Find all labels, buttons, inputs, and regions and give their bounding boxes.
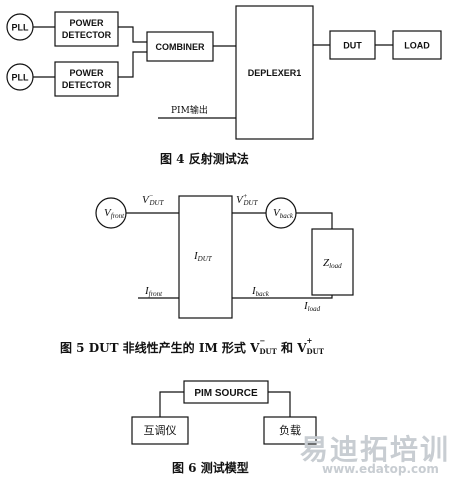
i-dut-box <box>178 195 233 319</box>
v-dut-minus-symbol: V−DUT <box>142 192 165 207</box>
pim-out-label: PIM输出 <box>171 104 208 116</box>
figure5-caption-v2-scripts: +DUT <box>306 336 324 356</box>
pd-top-line2: DETECTOR <box>62 30 112 40</box>
wire-pd-bottom-combiner <box>118 51 147 78</box>
figure5-caption-main: 图 5 DUT 非线性产生的 IM 形式 V <box>60 341 260 355</box>
load-label: LOAD <box>404 41 430 51</box>
v-dut-plus-symbol: V+DUT <box>236 192 259 207</box>
wire-source-load <box>268 391 291 417</box>
pll-bottom-label: PLL <box>12 73 30 83</box>
v-back-symbol: Vback <box>273 207 294 220</box>
deplexer-box <box>235 5 314 140</box>
pd-top-line1: POWER <box>69 18 104 28</box>
pd-bottom-line1: POWER <box>69 68 104 78</box>
i-back-symbol: Iback <box>251 285 270 298</box>
i-front-symbol: Ifront <box>144 285 163 298</box>
wire-v-back-zload <box>296 212 333 229</box>
figure5-caption: 图 5 DUT 非线性产生的 IM 形式 V−DUT 和 V+DUT <box>60 336 324 356</box>
deplexer-label: DEPLEXER1 <box>248 68 302 78</box>
power-detector-top-box <box>54 11 119 47</box>
combiner-label: COMBINER <box>156 42 205 52</box>
z-load-symbol: Zload <box>323 257 342 270</box>
i-dut-symbol: IDUT <box>193 250 213 263</box>
figure5-caption-v1-scripts: −DUT <box>259 336 277 356</box>
figure4-caption: 图 4 反射测试法 <box>160 152 249 166</box>
pd-bottom-line2: DETECTOR <box>62 80 112 90</box>
watermark-cn: 易迪拓培训 <box>300 433 450 466</box>
load-fig6-label: 负载 <box>279 423 301 437</box>
figure5-caption-mid: 和 V <box>281 341 307 355</box>
dut-label: DUT <box>343 41 362 51</box>
wire-source-meter <box>159 391 184 417</box>
power-detector-bottom-box <box>54 61 119 97</box>
figure6-caption: 图 6 测试模型 <box>172 461 249 475</box>
intermod-meter-label: 互调仪 <box>144 424 177 437</box>
pim-source-label: PIM SOURCE <box>194 388 258 399</box>
v-front-symbol: Vfront <box>104 207 125 220</box>
i-load-symbol: Iload <box>303 300 321 313</box>
pll-top-label: PLL <box>12 23 30 33</box>
wire-dut-zload-bottom <box>232 295 333 299</box>
watermark-url: www.edatop.com <box>322 462 439 476</box>
wire-pd-top-combiner <box>118 26 147 43</box>
